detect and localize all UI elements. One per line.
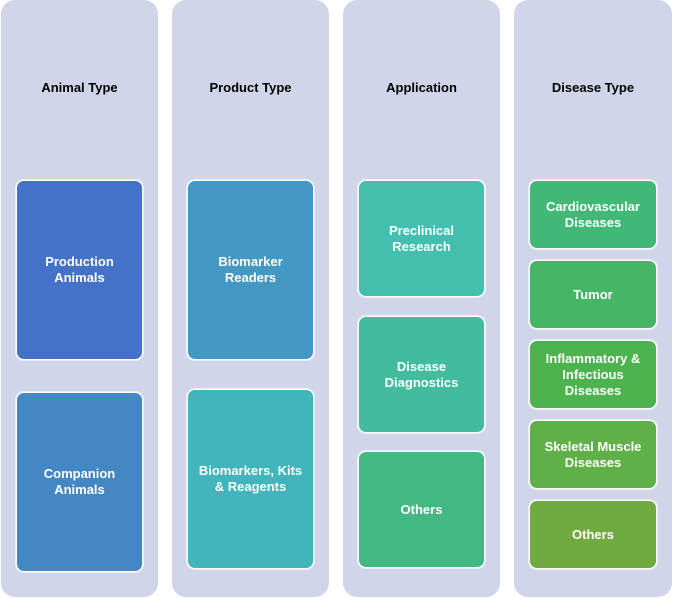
column-product-type: Product Type Biomarker Readers Biomarker… xyxy=(172,0,329,597)
column-title: Disease Type xyxy=(551,80,635,95)
box-companion-animals: Companion Animals xyxy=(16,392,143,572)
box-biomarkers-kits-reagents: Biomarkers, Kits & Reagents xyxy=(187,389,314,569)
box-skeletal-muscle-diseases: Skeletal Muscle Diseases xyxy=(529,420,657,489)
column-application: Application Preclinical Research Disease… xyxy=(343,0,500,597)
box-preclinical-research: Preclinical Research xyxy=(358,180,485,297)
column-title: Application xyxy=(386,80,457,95)
column-title: Product Type xyxy=(209,80,292,95)
column-title: Animal Type xyxy=(41,80,118,95)
box-production-animals: Production Animals xyxy=(16,180,143,360)
box-application-others: Others xyxy=(358,451,485,568)
box-inflammatory-infectious-diseases: Inflammatory & Infectious Diseases xyxy=(529,340,657,409)
box-cardiovascular-diseases: Cardiovascular Diseases xyxy=(529,180,657,249)
column-animal-type: Animal Type Production Animals Companion… xyxy=(1,0,158,597)
column-disease-type: Disease Type Cardiovascular Diseases Tum… xyxy=(514,0,672,597)
box-disease-others: Others xyxy=(529,500,657,569)
box-disease-diagnostics: Disease Diagnostics xyxy=(358,316,485,433)
box-tumor: Tumor xyxy=(529,260,657,329)
box-biomarker-readers: Biomarker Readers xyxy=(187,180,314,360)
